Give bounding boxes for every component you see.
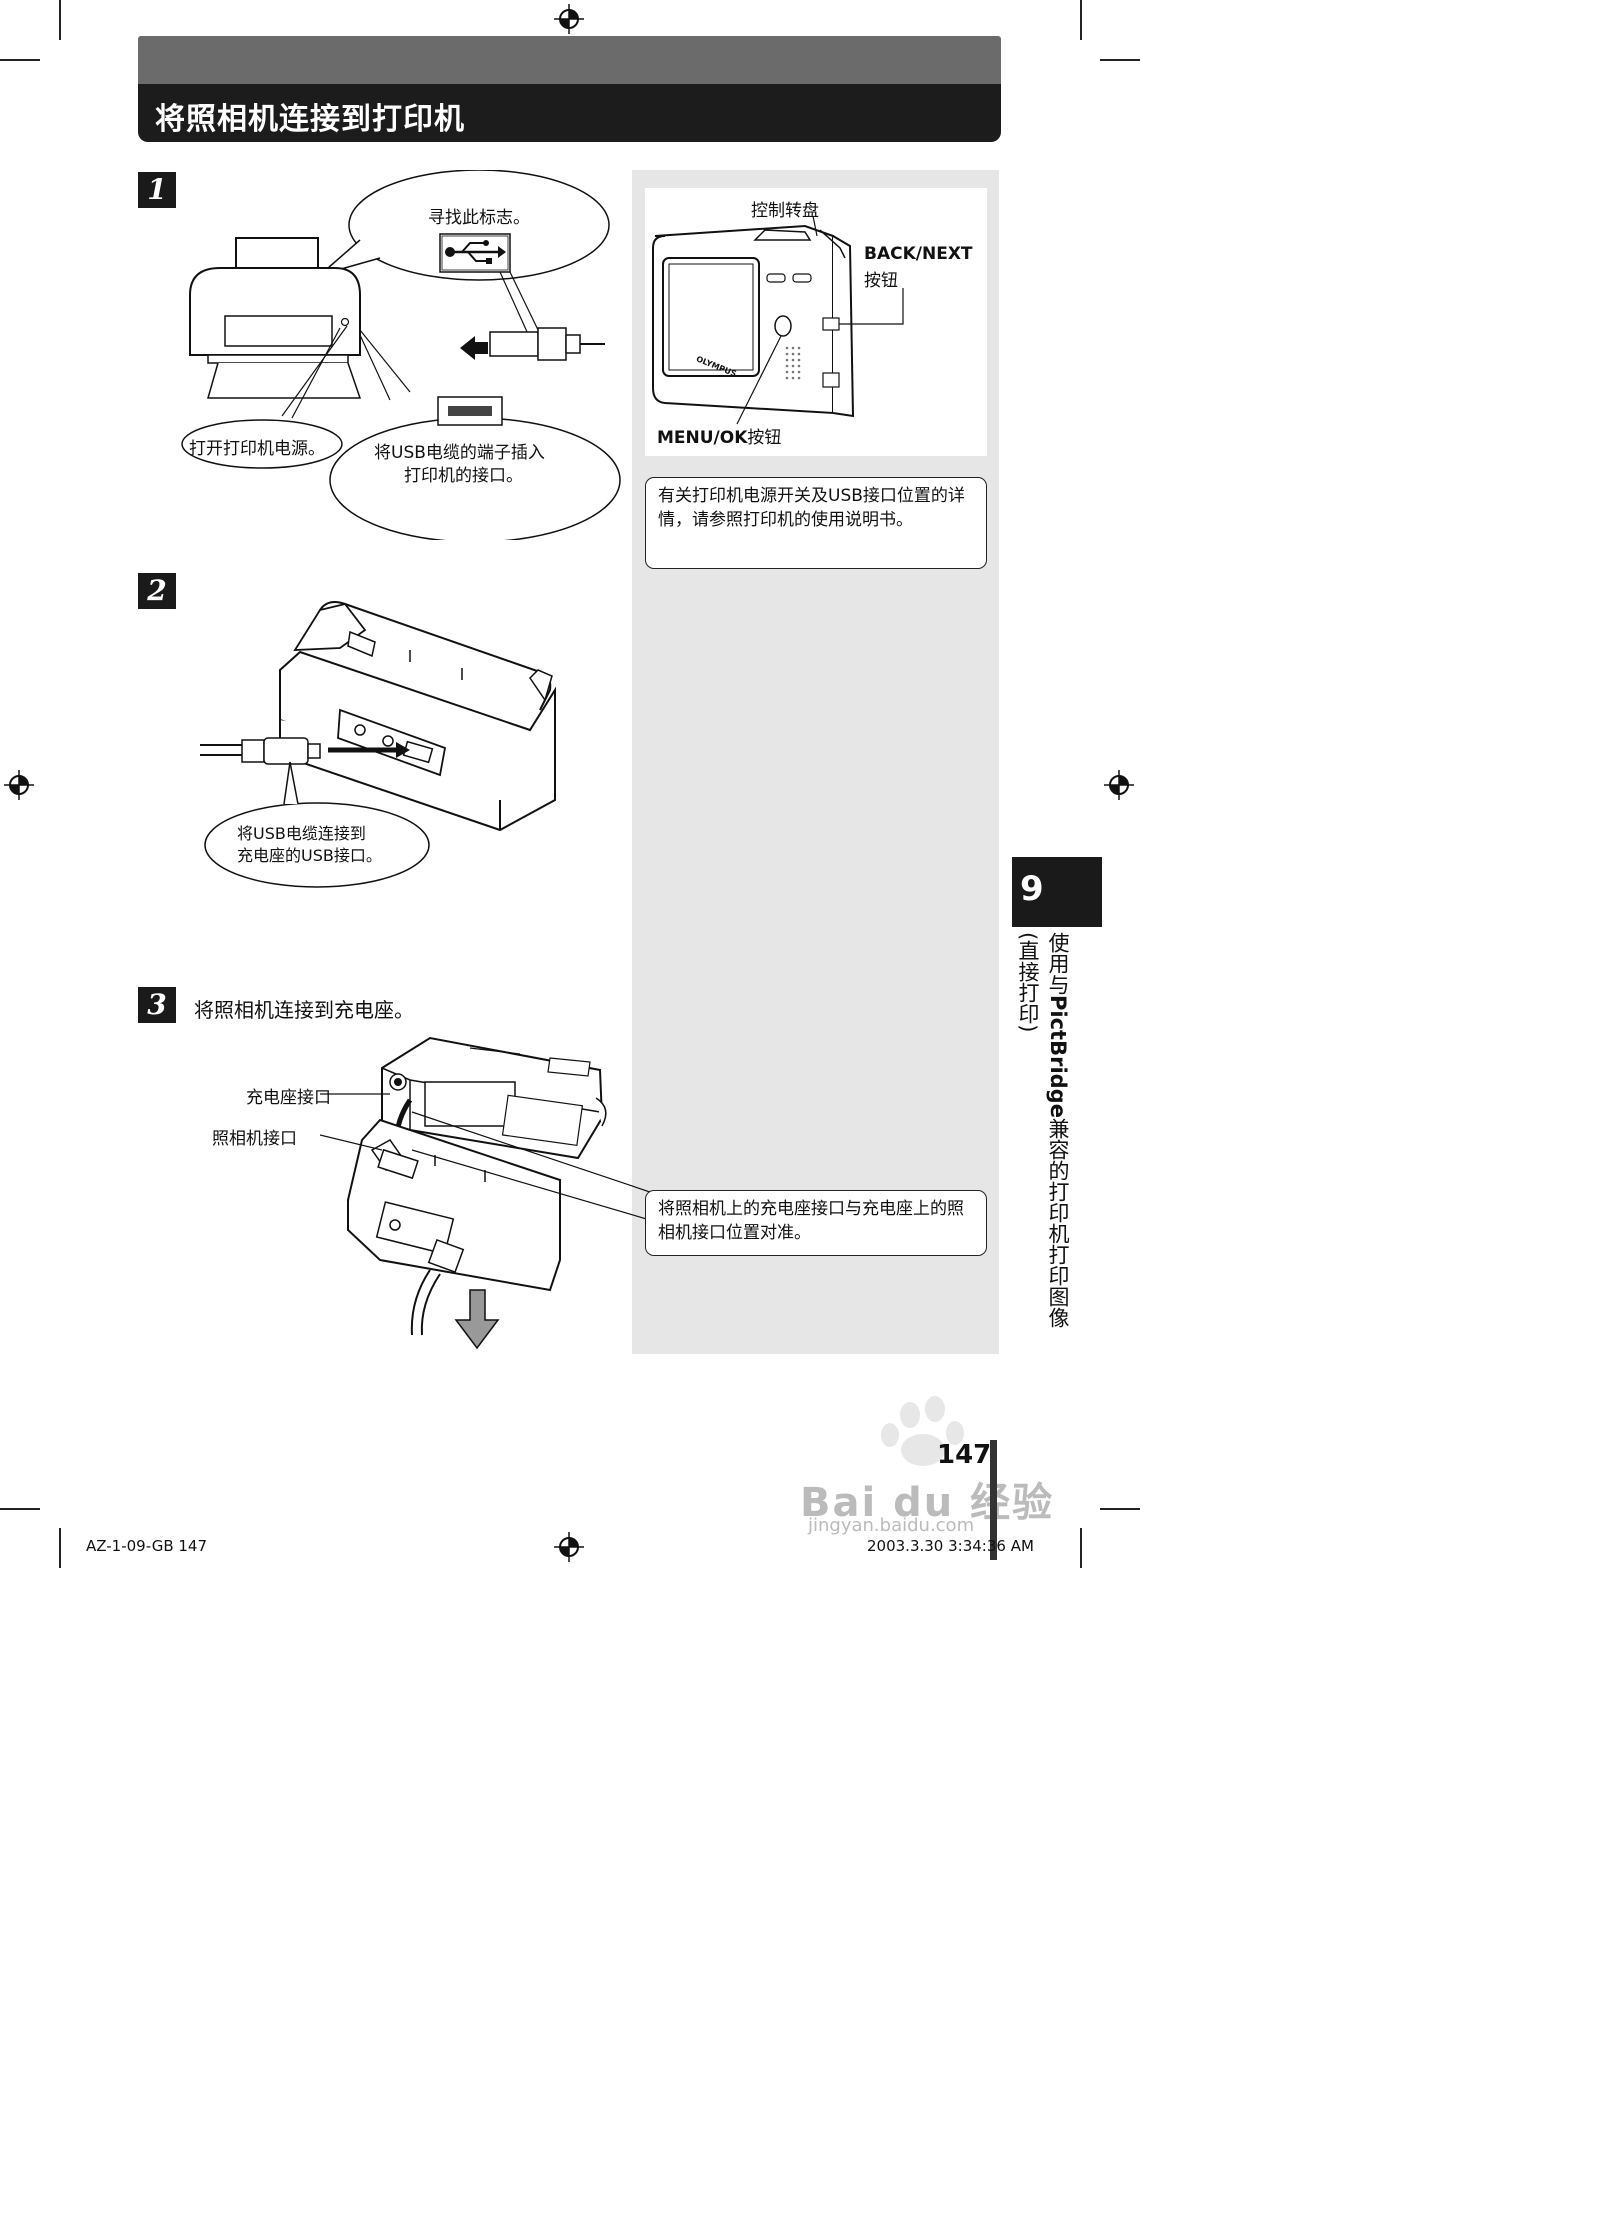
label-menu-ok-rest: 按钮 — [747, 428, 782, 448]
crop-mark — [1100, 59, 1140, 61]
label-back-next-button: 按钮 — [864, 271, 898, 291]
baidu-paw-watermark-icon — [881, 1396, 964, 1466]
bubble-power-on: 打开打印机电源。 — [189, 439, 325, 459]
crop-mark — [0, 1508, 40, 1510]
chapter-title: 使用与PictBridge兼容的打印机打印图像 — [1040, 932, 1070, 1328]
label-camera-port: 照相机接口 — [212, 1129, 297, 1149]
step-2-badge: 2 — [138, 573, 176, 609]
header-top-band — [138, 36, 1001, 84]
chapter-number: 9 — [1020, 869, 1044, 909]
crop-mark — [59, 0, 61, 40]
bubble-find-symbol: 寻找此标志。 — [428, 208, 530, 228]
usb-symbol-icon — [445, 240, 506, 264]
chapter-tab — [1012, 857, 1102, 927]
step-3-label: 将照相机连接到充电座。 — [194, 998, 414, 1022]
page-number-rule — [990, 1440, 997, 1560]
header-bar — [138, 84, 1001, 142]
registration-mark-icon — [554, 4, 584, 34]
footer-left: AZ-1-09-GB 147 — [86, 1537, 208, 1555]
align-note: 将照相机上的充电座接口与充电座上的照相机接口位置对准。 — [645, 1190, 987, 1256]
crop-mark — [1080, 0, 1082, 40]
label-control-dial: 控制转盘 — [751, 201, 819, 221]
chapter-subtitle: (直接打印) — [1016, 932, 1040, 1033]
callout-usb-line2: 充电座的USB接口。 — [237, 846, 382, 865]
printer-note: 有关打印机电源开关及USB接口位置的详情，请参照打印机的使用说明书。 — [645, 477, 987, 569]
crop-mark — [59, 1528, 61, 1568]
camera-illustration — [652, 215, 904, 425]
page-title: 将照相机连接到打印机 — [155, 102, 465, 137]
footer-right: 2003.3.30 3:34:36 AM — [867, 1537, 1034, 1555]
registration-mark-icon — [4, 770, 34, 800]
crop-mark — [0, 59, 40, 61]
watermark-url: jingyan.baidu.com — [808, 1515, 975, 1536]
bubble-insert-line1: 将USB电缆的端子插入 — [374, 443, 545, 463]
watermark-text: Bai du 经验 — [800, 1480, 1055, 1526]
label-cradle-port: 充电座接口 — [246, 1088, 331, 1108]
step-1-badge: 1 — [138, 172, 176, 208]
label-menu-ok: MENU/OK按钮 — [657, 423, 781, 448]
chapter-title-bold: PictBridge — [1046, 995, 1070, 1118]
chapter-title-part2: 兼容的打印机打印图像 — [1046, 1117, 1070, 1328]
registration-mark-icon — [554, 1532, 584, 1562]
callout-usb-line1: 将USB电缆连接到 — [237, 824, 366, 843]
cradle-illustration — [200, 601, 556, 888]
label-back-next: BACK/NEXT — [864, 244, 973, 264]
label-menu-ok-bold: MENU/OK — [657, 428, 748, 448]
printer-illustration — [181, 170, 621, 540]
step-3-badge: 3 — [138, 987, 176, 1023]
camera-cradle-illustration — [320, 1036, 650, 1350]
chapter-title-part1: 使用与 — [1046, 932, 1070, 995]
bubble-insert-line2: 打印机的接口。 — [404, 466, 523, 486]
crop-mark — [1100, 1508, 1140, 1510]
page-number: 147 — [937, 1440, 992, 1470]
crop-mark — [1080, 1528, 1082, 1568]
registration-mark-icon — [1104, 770, 1134, 800]
